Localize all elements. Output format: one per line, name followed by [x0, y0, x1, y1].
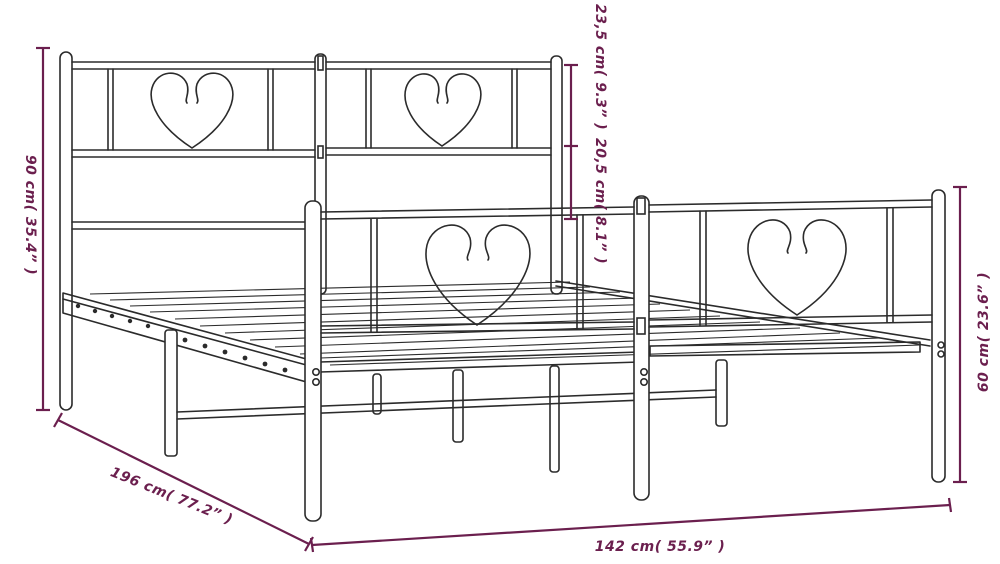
dimension-lines [36, 46, 967, 553]
footboard-middle-post [633, 195, 650, 501]
footboard-right-post [931, 189, 946, 483]
headboard [59, 51, 563, 411]
dim-line-width [311, 503, 951, 547]
heart-ornament [404, 73, 482, 147]
headboard-left-post [59, 51, 73, 411]
label-footboard-height: 60 cm( 23.6” ) [976, 272, 992, 392]
support-leg [452, 369, 464, 443]
support-leg [715, 359, 728, 427]
label-panel-height: 20,5 cm( 8.1” ) [592, 138, 608, 264]
rail-holes [75, 303, 288, 373]
heart-ornament [150, 72, 234, 149]
heart-ornament [425, 224, 531, 326]
label-total-height: 90 cm( 35.4” ) [22, 155, 38, 275]
label-width: 142 cm( 55.9” ) [595, 539, 726, 555]
support-leg [549, 365, 560, 473]
heart-ornament [747, 219, 847, 316]
headboard-right-post [550, 55, 563, 295]
dim-line-length [57, 419, 310, 545]
label-top-gap: 23,5 cm( 9.3” ) [592, 4, 608, 130]
label-length: 196 cm( 77.2” ) [108, 464, 235, 528]
support-leg [164, 329, 178, 457]
footboard-left-post [304, 200, 322, 522]
footboard [304, 189, 946, 522]
